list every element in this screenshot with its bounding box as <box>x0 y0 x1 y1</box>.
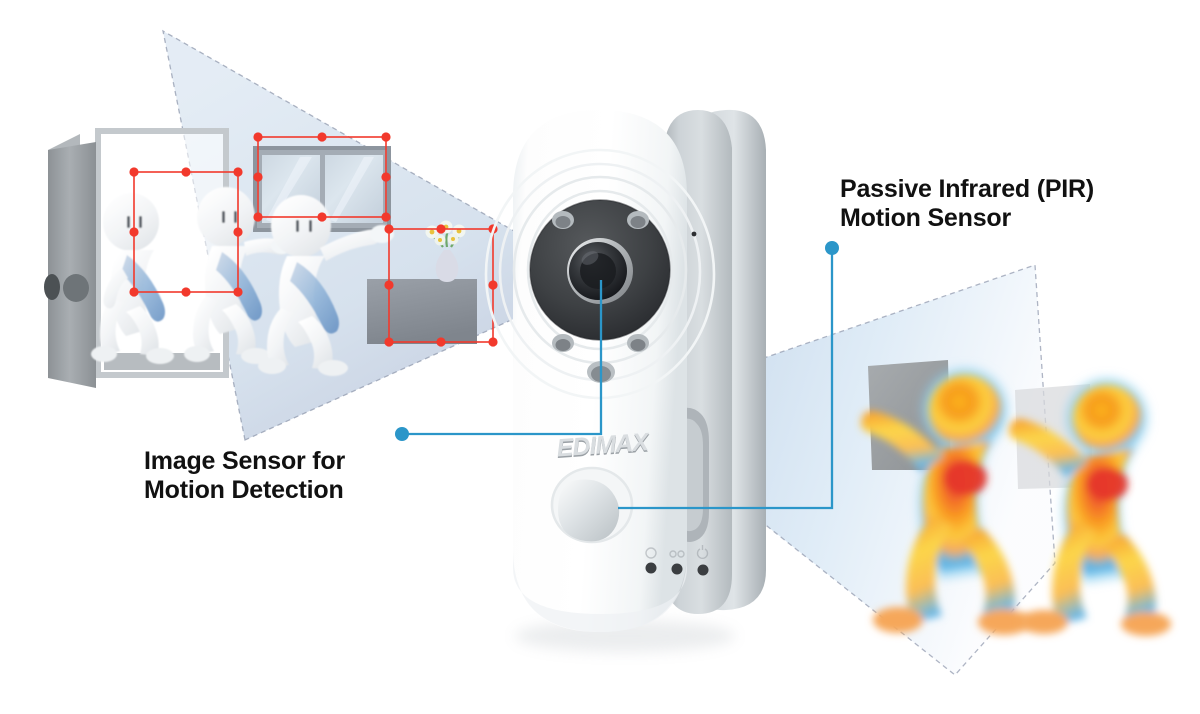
thermal-leg-back <box>906 516 952 622</box>
label-image-sensor: Image Sensor for Motion Detection <box>144 447 345 505</box>
label-pir-sensor-line1: Passive Infrared (PIR) <box>840 175 1095 203</box>
label-pir-sensor: Passive Infrared (PIR) Motion Sensor <box>840 175 1094 233</box>
callout-dot-image-sensor <box>395 427 409 441</box>
label-image-sensor-line2: Motion Detection <box>144 476 344 504</box>
thermal-head <box>929 375 1001 445</box>
microphone-hole-icon <box>691 231 697 237</box>
led-indicator <box>671 563 683 575</box>
callout-image-sensor <box>395 280 603 441</box>
status-leds <box>645 545 709 576</box>
wifi-icon <box>677 550 685 558</box>
lens-screw-boss <box>552 211 649 383</box>
door-handle-icon <box>44 274 60 300</box>
led-indicator <box>697 564 709 576</box>
callout-pir-sensor <box>618 241 839 510</box>
svg-text:EDIMAX: EDIMAX <box>556 429 651 463</box>
label-pir-sensor-line2: Motion Sensor <box>840 204 1012 232</box>
thermal-leg-back <box>1052 522 1096 624</box>
thermal-arm <box>861 410 944 471</box>
thermal-head <box>1073 385 1141 451</box>
label-image-sensor-line1: Image Sensor for <box>144 447 346 475</box>
ip-camera: EDIMAX EDIMAX <box>484 109 766 652</box>
motion-selection-handles <box>129 132 498 347</box>
led-indicator <box>645 562 657 574</box>
callout-line-pir-sensor <box>618 248 834 510</box>
left-scene-objects <box>44 128 498 388</box>
thermal-leg-front <box>960 528 1015 620</box>
camera-base-lip <box>513 548 688 632</box>
cone-border-right <box>616 264 1056 676</box>
thermal-leg-front <box>1103 534 1156 623</box>
callout-line-image-sensor <box>402 280 603 436</box>
open-door <box>44 134 96 388</box>
thermal-figure <box>861 360 1171 636</box>
thermal-arm <box>1009 418 1088 477</box>
pir-dome <box>558 479 620 542</box>
network-icon <box>645 547 657 559</box>
table <box>367 279 477 344</box>
callout-dot-pir-sensor <box>825 241 839 255</box>
power-icon <box>696 548 709 559</box>
door-knob-icon <box>63 274 89 302</box>
